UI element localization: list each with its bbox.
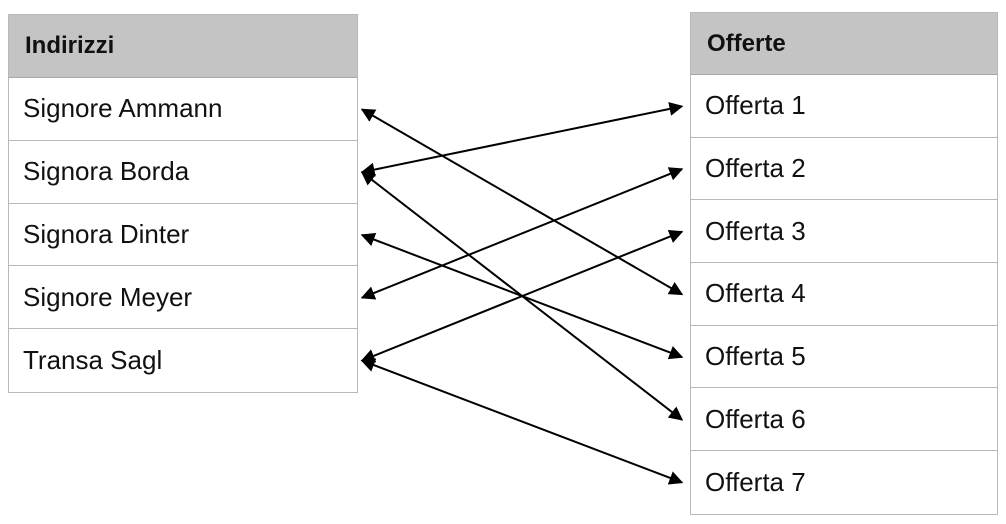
offer-row: Offerta 3 xyxy=(691,200,997,264)
arrow-signore-meyer-offerta-2 xyxy=(360,167,684,300)
offer-row: Offerta 6 xyxy=(691,388,997,452)
offer-row: Offerta 1 xyxy=(691,75,997,138)
address-row: Signore Ammann xyxy=(9,78,357,141)
arrow-signora-borda-offerta-1 xyxy=(360,102,684,177)
arrow-transa-sagl-offerta-7 xyxy=(360,358,684,485)
offer-row: Offerta 5 xyxy=(691,326,997,389)
address-row: Signora Borda xyxy=(9,141,357,204)
address-row: Signore Meyer xyxy=(9,266,357,330)
offers-table: Offerte Offerta 1 Offerta 2 Offerta 3 Of… xyxy=(690,12,998,515)
offer-row: Offerta 4 xyxy=(691,263,997,326)
arrow-signore-ammann-offerta-4 xyxy=(360,108,684,296)
address-row: Transa Sagl xyxy=(23,345,163,376)
arrow-transa-sagl-offerta-3 xyxy=(360,229,684,363)
address-row: Signora Dinter xyxy=(9,204,357,267)
addresses-header: Indirizzi xyxy=(9,15,357,78)
offers-header: Offerte xyxy=(691,13,997,75)
offer-row: Offerta 2 xyxy=(691,138,997,201)
addresses-table: Indirizzi Signore Ammann Signora Borda S… xyxy=(8,14,358,393)
offer-row: Offerta 7 xyxy=(705,466,806,497)
